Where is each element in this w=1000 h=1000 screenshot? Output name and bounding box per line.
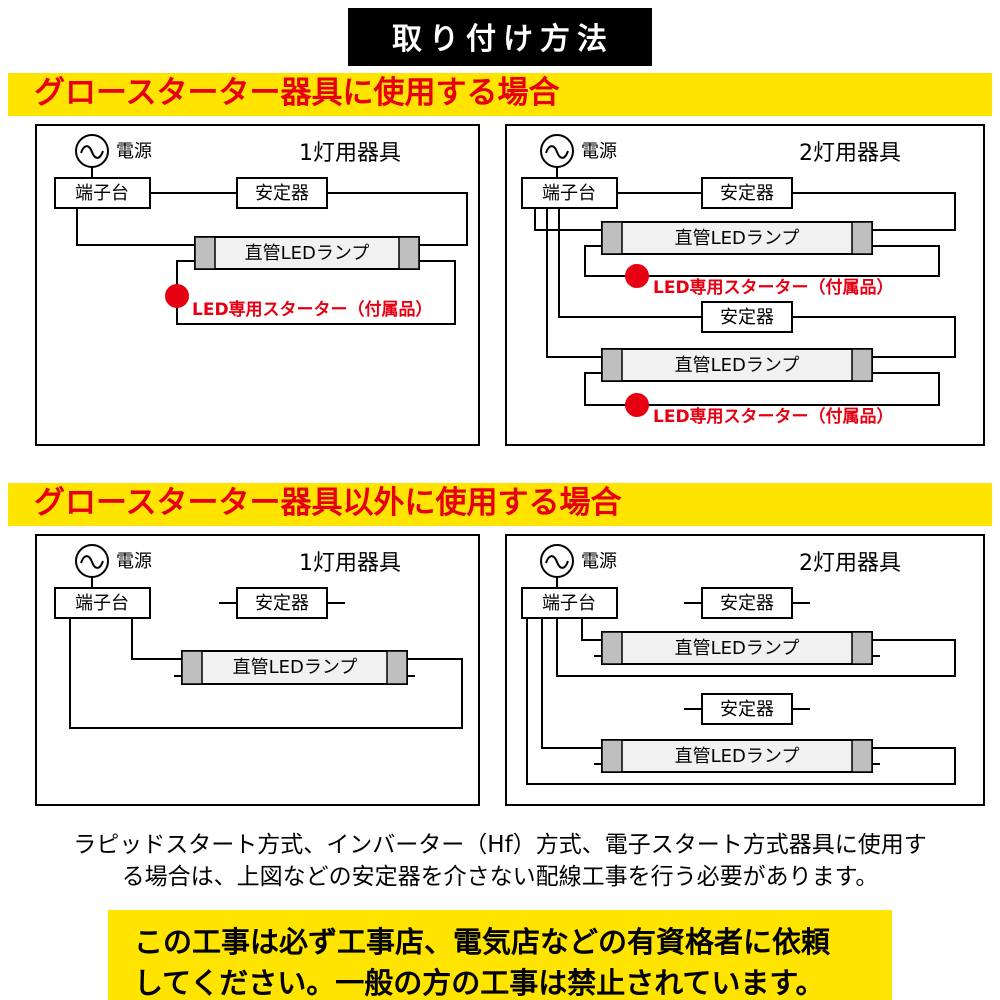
power-source-icon [75,134,109,169]
ballast-label: 安定器 [720,699,774,720]
led-lamp-label: 直管LEDランプ [675,355,800,376]
diagram-row-glow: 電源 1灯用器具 端子台 安定器 直管LEDランプ LED専用スターター（付属品… [0,124,1000,447]
wires [69,577,463,730]
page-title: 取り付け方法 [348,8,652,66]
led-lamp-label: 直管LEDランプ [245,243,370,264]
wires [76,167,468,326]
wiring-note-line1: ラピッドスタート方式、インバーター（Hf）方式、電子スタート方式器具に使用す [73,832,927,859]
diagram-nonglow-2lamp: 電源 2灯用器具 端子台 安定器 直管LEDランプ 安定器 [505,534,985,807]
starter-dot [165,284,189,309]
diagram-glow-2lamp: 電源 2灯用器具 端子台 安定器 直管LEDランプ LED専用スターター（付属品… [505,124,985,447]
ballast-box: 安定器 [236,177,328,210]
starter-dot-1 [625,264,649,289]
terminal-block-box: 端子台 [54,177,151,210]
ballast-box-1: 安定器 [701,177,793,210]
starter-note-2: LED専用スターター（付属品） [653,406,894,427]
ballast-box-bypassed-1: 安定器 [701,587,793,620]
power-label: 電源 [581,141,617,162]
led-lamp-label: 直管LEDランプ [675,228,800,249]
diagram-nonglow-1lamp: 電源 1灯用器具 端子台 安定器 直管LEDランプ [35,534,480,807]
ballast-label: 安定器 [720,183,774,204]
power-source-icon [540,134,574,169]
power-source-icon [540,544,574,579]
fixture-type-title: 2灯用器具 [799,141,901,166]
terminal-block-box: 端子台 [54,587,151,620]
warning-line2: してください。一般の方の工事は禁止されています。 [134,965,825,1000]
led-lamp-label: 直管LEDランプ [675,746,800,767]
diagram-glow-1lamp: 電源 1灯用器具 端子台 安定器 直管LEDランプ LED専用スターター（付属品… [35,124,480,447]
led-lamp-graphic-2: 直管LEDランプ [601,739,873,774]
ballast-box-bypassed: 安定器 [236,587,328,620]
ballast-label: 安定器 [720,593,774,614]
section-heading-non-glow: グロースターター器具以外に使用する場合 [8,483,992,527]
ballast-box-bypassed-2: 安定器 [701,693,793,726]
ballast-label: 安定器 [255,593,309,614]
starter-note-1: LED専用スターター（付属品） [653,277,894,298]
terminal-block-label: 端子台 [75,593,129,614]
terminal-block-box: 端子台 [521,587,618,620]
ballast-label: 安定器 [255,183,309,204]
power-label: 電源 [116,141,152,162]
warning-line1: この工事は必ず工事店、電気店などの有資格者に依頼 [134,924,831,959]
wires [526,577,956,786]
starter-note: LED専用スターター（付属品） [192,299,433,320]
wiring-note: ラピッドスタート方式、インバーター（Hf）方式、電子スタート方式器具に使用す る… [0,830,1000,893]
led-lamp-label: 直管LEDランプ [233,657,358,678]
terminal-block-label: 端子台 [542,593,596,614]
led-lamp-graphic-1: 直管LEDランプ [601,221,873,256]
ballast-label: 安定器 [720,307,774,328]
led-lamp-graphic: 直管LEDランプ [194,236,420,271]
led-lamp-graphic-2: 直管LEDランプ [601,348,873,383]
wiring-note-line2: る場合は、上図などの安定器を介さない配線工事を行う必要があります。 [121,863,879,890]
fixture-type-title: 1灯用器具 [299,141,401,166]
led-lamp-label: 直管LEDランプ [675,638,800,659]
fixture-type-title: 1灯用器具 [299,551,401,576]
qualified-work-warning: この工事は必ず工事店、電気店などの有資格者に依頼 してください。一般の方の工事は… [108,909,892,1000]
led-lamp-graphic: 直管LEDランプ [181,650,408,686]
diagram-row-non-glow: 電源 1灯用器具 端子台 安定器 直管LEDランプ [0,534,1000,807]
power-label: 電源 [116,551,152,572]
led-lamp-graphic-1: 直管LEDランプ [601,631,873,666]
wires [534,167,956,407]
section-heading-glow-starter: グロースターター器具に使用する場合 [8,73,992,117]
fixture-type-title: 2灯用器具 [799,551,901,576]
power-source-icon [75,544,109,579]
ballast-box-2: 安定器 [701,301,793,334]
starter-dot-2 [625,393,649,418]
terminal-block-label: 端子台 [75,183,129,204]
terminal-block-label: 端子台 [542,183,596,204]
power-label: 電源 [581,551,617,572]
terminal-block-box: 端子台 [521,177,618,210]
